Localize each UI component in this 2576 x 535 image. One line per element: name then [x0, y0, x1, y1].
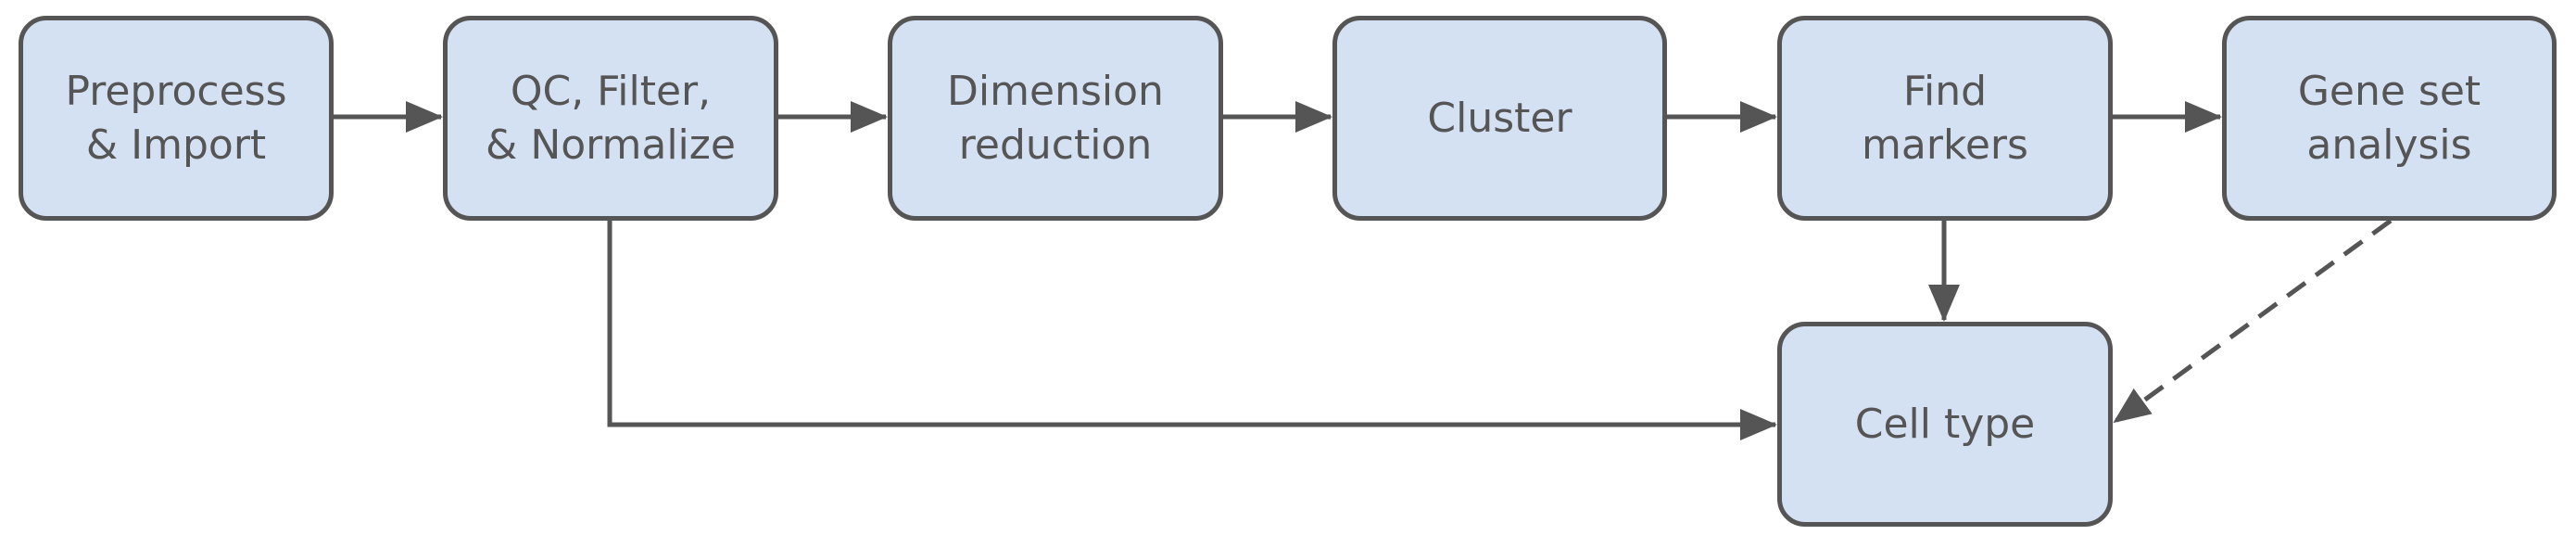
node-label-line: Find [1902, 67, 1988, 115]
node-preprocess-import: Preprocess & Import [19, 16, 334, 221]
node-label-line: Dimension [947, 67, 1164, 115]
node-label-line: QC, Filter, [510, 67, 712, 115]
node-label-line: reduction [958, 121, 1153, 169]
node-dimension-reduction: Dimension reduction [888, 16, 1223, 221]
node-cluster: Cluster [1332, 16, 1667, 221]
node-label-line: Cell type [1854, 400, 2036, 448]
node-label-line: analysis [2306, 121, 2472, 169]
node-label-line: Preprocess [65, 67, 287, 115]
node-label-line: & Import [85, 121, 267, 169]
edge-geneset-to-celltype-dashed [2113, 218, 2393, 425]
node-label-line: Gene set [2297, 67, 2481, 115]
node-label-line: & Normalize [486, 121, 736, 169]
node-gene-set-analysis: Gene set analysis [2222, 16, 2557, 221]
node-label-line: Cluster [1427, 94, 1572, 142]
node-label-line: markers [1862, 121, 2028, 169]
node-qc-filter-normalize: QC, Filter, & Normalize [443, 16, 778, 221]
node-find-markers: Find markers [1777, 16, 2113, 221]
edge-qc-to-celltype [607, 221, 1777, 440]
node-cell-type: Cell type [1777, 322, 2113, 527]
